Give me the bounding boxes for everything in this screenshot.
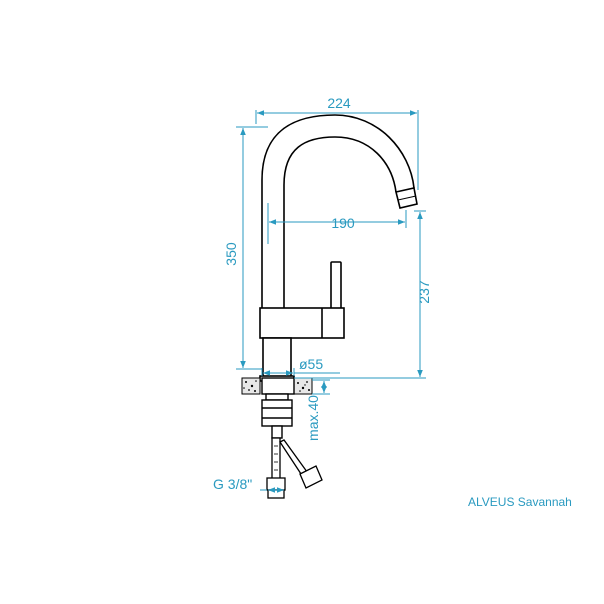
supply-hose-straight — [271, 437, 281, 481]
dim-label-height: 350 — [223, 242, 239, 266]
dim-label-width: 224 — [327, 95, 351, 111]
mounting-hardware — [261, 377, 295, 439]
spout-inner — [283, 136, 397, 310]
dim-label-spout-height: 237 — [416, 280, 432, 304]
dimension-lines — [236, 110, 426, 493]
dim-label-reach: 190 — [331, 215, 355, 231]
faucet-body-block — [259, 307, 345, 339]
faucet-column — [262, 337, 292, 379]
product-caption: ALVEUS Savannah — [468, 495, 572, 509]
dim-label-connection: G 3/8" — [213, 476, 252, 492]
faucet-body — [259, 114, 418, 382]
handle-lever — [330, 261, 342, 313]
dim-label-base: ø55 — [299, 356, 323, 372]
supply-hoses — [266, 437, 323, 499]
dim-label-thickness: max.40 — [305, 395, 321, 441]
